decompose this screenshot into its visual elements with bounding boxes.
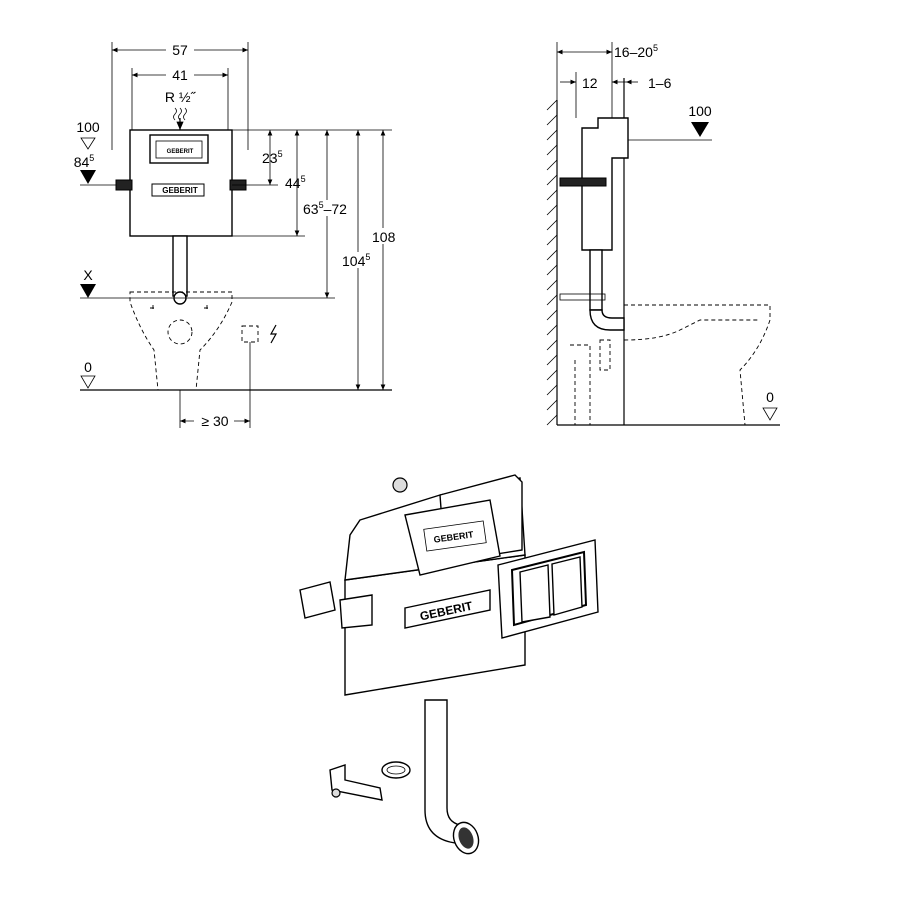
flush-pipe (172, 235, 188, 297)
front-view: 57 41 R ½˝ GEBERIT GEBERIT (74, 40, 400, 429)
dim-12-label: 12 (582, 75, 598, 91)
dim-104-label: 1045 (342, 252, 370, 269)
dim-44-label: 445 (285, 174, 306, 191)
electric-icon (269, 324, 278, 344)
level-100-label: 100 (76, 119, 100, 135)
water-inlet-label: R ½˝ (165, 89, 197, 105)
iso-mounting-bracket (329, 764, 383, 801)
dim-108-label: 108 (372, 229, 396, 245)
pipe-clamp (381, 761, 411, 779)
level-marker-filled (80, 170, 96, 184)
side-level-0-marker (762, 407, 778, 421)
flush-button-small[interactable] (519, 564, 551, 623)
flush-button-large[interactable] (551, 556, 583, 616)
mounting-bracket-left (115, 179, 133, 191)
iso-view: GEBERIT GEBERIT (299, 474, 599, 855)
dim-16-20-label: 16–205 (614, 43, 658, 60)
side-view: 16–205 12 1–6 100 0 (546, 42, 780, 426)
level-x-label: X (83, 267, 93, 283)
side-level-100-marker (691, 122, 709, 137)
level-marker-open (80, 137, 96, 150)
level-0-label: 0 (84, 359, 92, 375)
side-level-0-label: 0 (766, 389, 774, 405)
level-84-label: 845 (74, 153, 95, 170)
level-x-marker (80, 284, 96, 298)
dim-41-label: 41 (172, 67, 188, 83)
inlet-valve (392, 477, 408, 493)
level-0-marker (80, 375, 96, 389)
dim-1-6-label: 1–6 (648, 75, 672, 91)
brand-label-small: GEBERIT (167, 149, 194, 155)
dim-63-72-label: 635–72 (303, 200, 347, 217)
dim-23-label: 235 (262, 149, 283, 166)
dim-min-30-label: ≥ 30 (201, 413, 228, 429)
brand-label: GEBERIT (162, 186, 198, 195)
dim-57-label: 57 (172, 42, 188, 58)
side-level-100-label: 100 (688, 103, 712, 119)
iso-bracket-left (299, 581, 336, 619)
